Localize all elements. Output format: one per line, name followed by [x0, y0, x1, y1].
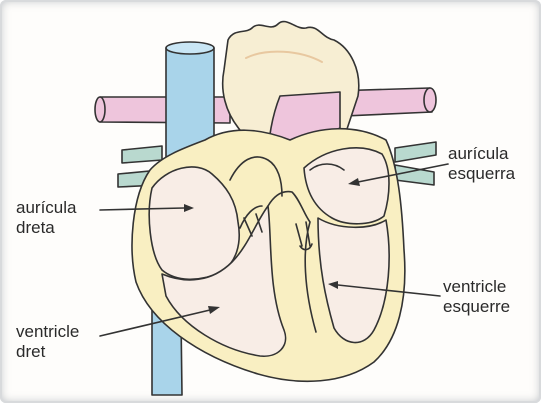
label-left-atrium: aurícula esquerra — [448, 144, 515, 184]
label-right-ventricle: ventricle dret — [16, 322, 79, 362]
label-right-atrium: aurícula dreta — [16, 198, 76, 238]
label-left-ventricle: ventricle esquerre — [443, 277, 510, 317]
pulmonary-vein-right — [395, 142, 436, 185]
pulmonary-artery-opening — [424, 88, 436, 112]
